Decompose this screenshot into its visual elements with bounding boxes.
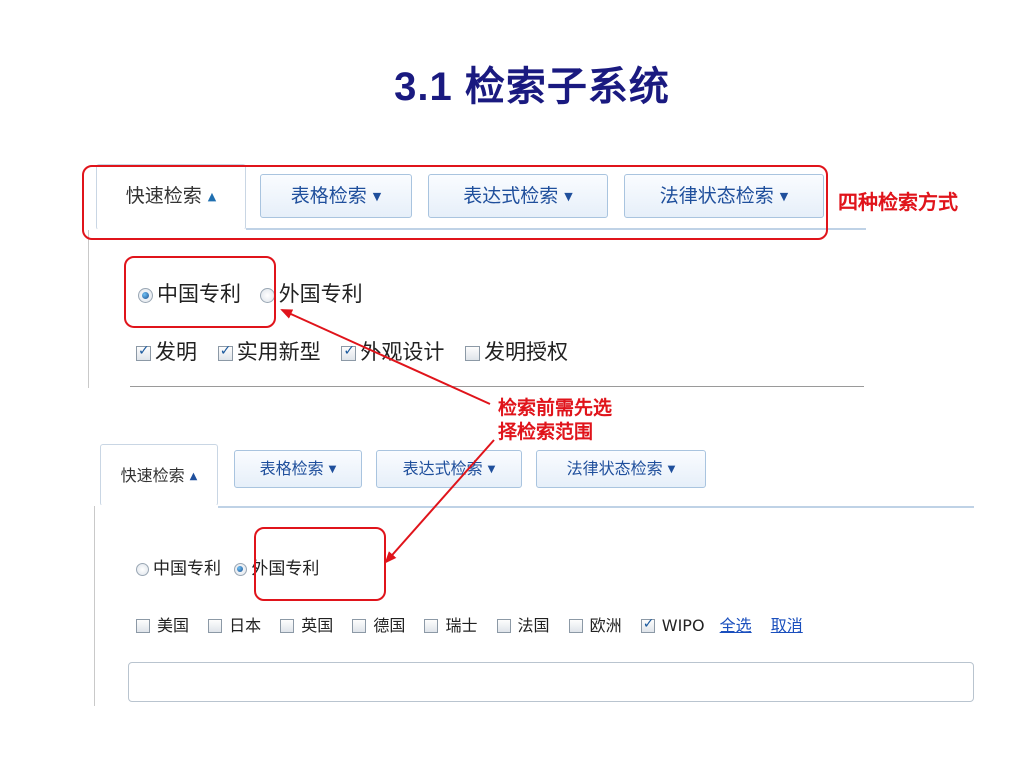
checkbox-checked-icon — [217, 343, 233, 361]
radio-label: 中国专利 — [157, 282, 241, 306]
top-search-panel: 快速检索 ▲ 表格检索 ▼ 表达式检索 ▼ 法律状态检索 ▼ 中国专利 外国专利 发明 … — [88, 160, 878, 390]
radio-china-patent[interactable]: 中国专利 — [138, 282, 241, 306]
slide-title: 3.1 检索子系统 — [394, 65, 670, 109]
radio-foreign-patent[interactable]: 外国专利 — [234, 559, 319, 579]
checkbox-label: 瑞士 — [445, 616, 478, 635]
checkbox-label: 实用新型 — [236, 340, 321, 364]
checkbox-invention-granted[interactable]: 发明授权 — [465, 340, 568, 364]
checkbox-label: 美国 — [157, 616, 190, 635]
checkbox-japan[interactable]: 日本 — [208, 616, 261, 635]
panel-border — [88, 230, 89, 388]
checkbox-unchecked-icon — [496, 619, 511, 633]
patent-type-radio-group: 中国专利 外国专利 — [136, 554, 319, 579]
checkbox-france[interactable]: 法国 — [496, 616, 550, 635]
dropdown-arrow-icon: ▼ — [779, 190, 789, 203]
tab-legal-status-search[interactable]: 法律状态检索 ▼ — [536, 450, 706, 488]
scope-note: 检索前需先选 择检索范围 — [498, 396, 612, 444]
tab-table-search[interactable]: 表格检索 ▼ — [234, 450, 362, 488]
checkbox-label: 外观设计 — [360, 340, 445, 364]
radio-label: 外国专利 — [278, 282, 363, 306]
checkbox-label: 德国 — [373, 616, 406, 635]
search-input[interactable] — [128, 662, 974, 702]
radio-unchecked-icon — [136, 563, 149, 576]
checkbox-unchecked-icon — [208, 619, 223, 633]
dropdown-arrow-icon: ▼ — [487, 464, 496, 475]
checkbox-usa[interactable]: 美国 — [136, 616, 189, 635]
four-methods-note: 四种检索方式 — [838, 190, 958, 214]
radio-checked-icon — [234, 563, 248, 576]
tab-underline — [218, 506, 974, 508]
collapse-arrow-icon: ▲ — [207, 190, 217, 203]
checkbox-uk[interactable]: 英国 — [280, 616, 333, 635]
tab-expression-search[interactable]: 表达式检索 ▼ — [376, 450, 522, 488]
checkbox-label: 日本 — [229, 616, 262, 635]
checkbox-utility-model[interactable]: 实用新型 — [217, 340, 321, 364]
checkbox-germany[interactable]: 德国 — [352, 616, 405, 635]
checkbox-checked-icon — [136, 343, 151, 361]
scope-note-line2: 择检索范围 — [498, 421, 594, 443]
checkbox-label: WIPO — [661, 616, 705, 635]
tab-label: 表格检索 — [259, 459, 324, 478]
checkbox-invention[interactable]: 发明 — [136, 340, 197, 364]
divider — [130, 386, 864, 387]
checkbox-unchecked-icon — [424, 619, 439, 633]
checkbox-label: 发明 — [155, 340, 197, 364]
checkbox-unchecked-icon — [568, 619, 583, 633]
tabs-highlight-box — [82, 165, 828, 240]
tab-table-search[interactable]: 表格检索 ▼ — [260, 174, 412, 218]
tab-underline — [246, 228, 866, 230]
tab-label: 法律状态检索 — [566, 459, 663, 478]
tab-label: 快速检索 — [125, 185, 202, 207]
dropdown-arrow-icon: ▼ — [372, 190, 382, 203]
cancel-link[interactable]: 取消 — [770, 616, 803, 635]
checkbox-label: 英国 — [301, 616, 334, 635]
tab-legal-status-search[interactable]: 法律状态检索 ▼ — [624, 174, 824, 218]
patent-type-radio-group: 中国专利 外国专利 — [138, 278, 375, 308]
checkbox-design[interactable]: 外观设计 — [341, 340, 444, 364]
checkbox-label: 法国 — [517, 616, 550, 635]
tab-expression-search[interactable]: 表达式检索 ▼ — [428, 174, 608, 218]
dropdown-arrow-icon: ▼ — [328, 464, 337, 475]
tab-quick-search[interactable]: 快速检索 ▲ — [100, 444, 218, 506]
checkbox-unchecked-icon — [465, 346, 481, 361]
select-all-link[interactable]: 全选 — [719, 616, 752, 635]
checkbox-unchecked-icon — [352, 619, 367, 633]
checkbox-wipo[interactable]: WIPO — [640, 616, 705, 635]
tab-label: 快速检索 — [120, 466, 185, 485]
radio-checked-icon — [138, 288, 153, 303]
panel-border — [94, 506, 95, 706]
checkbox-checked-icon — [640, 616, 655, 633]
checkbox-label: 欧洲 — [589, 616, 622, 635]
collapse-arrow-icon: ▲ — [189, 471, 198, 482]
tab-label: 法律状态检索 — [659, 185, 774, 207]
checkbox-europe[interactable]: 欧洲 — [568, 616, 622, 635]
radio-label: 中国专利 — [153, 559, 221, 579]
checkbox-checked-icon — [341, 343, 357, 361]
tab-label: 表达式检索 — [463, 185, 559, 207]
tab-quick-search[interactable]: 快速检索 ▲ — [96, 164, 246, 230]
tab-label: 表达式检索 — [402, 459, 483, 478]
checkbox-unchecked-icon — [280, 619, 295, 633]
scope-note-line1: 检索前需先选 — [498, 397, 613, 419]
china-patent-highlight-box — [124, 256, 276, 328]
radio-foreign-patent[interactable]: 外国专利 — [259, 282, 363, 306]
tab-label: 表格检索 — [290, 185, 367, 207]
foreign-patent-highlight-box — [254, 527, 386, 601]
checkbox-switzerland[interactable]: 瑞士 — [424, 616, 477, 635]
bottom-search-panel: 快速检索 ▲ 表格检索 ▼ 表达式检索 ▼ 法律状态检索 ▼ 中国专利 外国专利 美国 … — [94, 440, 974, 710]
radio-china-patent[interactable]: 中国专利 — [136, 559, 221, 579]
country-checkboxes: 美国 日本 英国 德国 瑞士 法国 欧洲 WIPO 全选 取消 — [136, 612, 813, 636]
patent-category-checkboxes: 发明 实用新型 外观设计 发明授权 — [136, 336, 582, 366]
dropdown-arrow-icon: ▼ — [667, 464, 676, 475]
checkbox-label: 发明授权 — [484, 340, 569, 364]
radio-label: 外国专利 — [251, 559, 320, 579]
dropdown-arrow-icon: ▼ — [564, 190, 573, 203]
checkbox-unchecked-icon — [136, 619, 150, 633]
